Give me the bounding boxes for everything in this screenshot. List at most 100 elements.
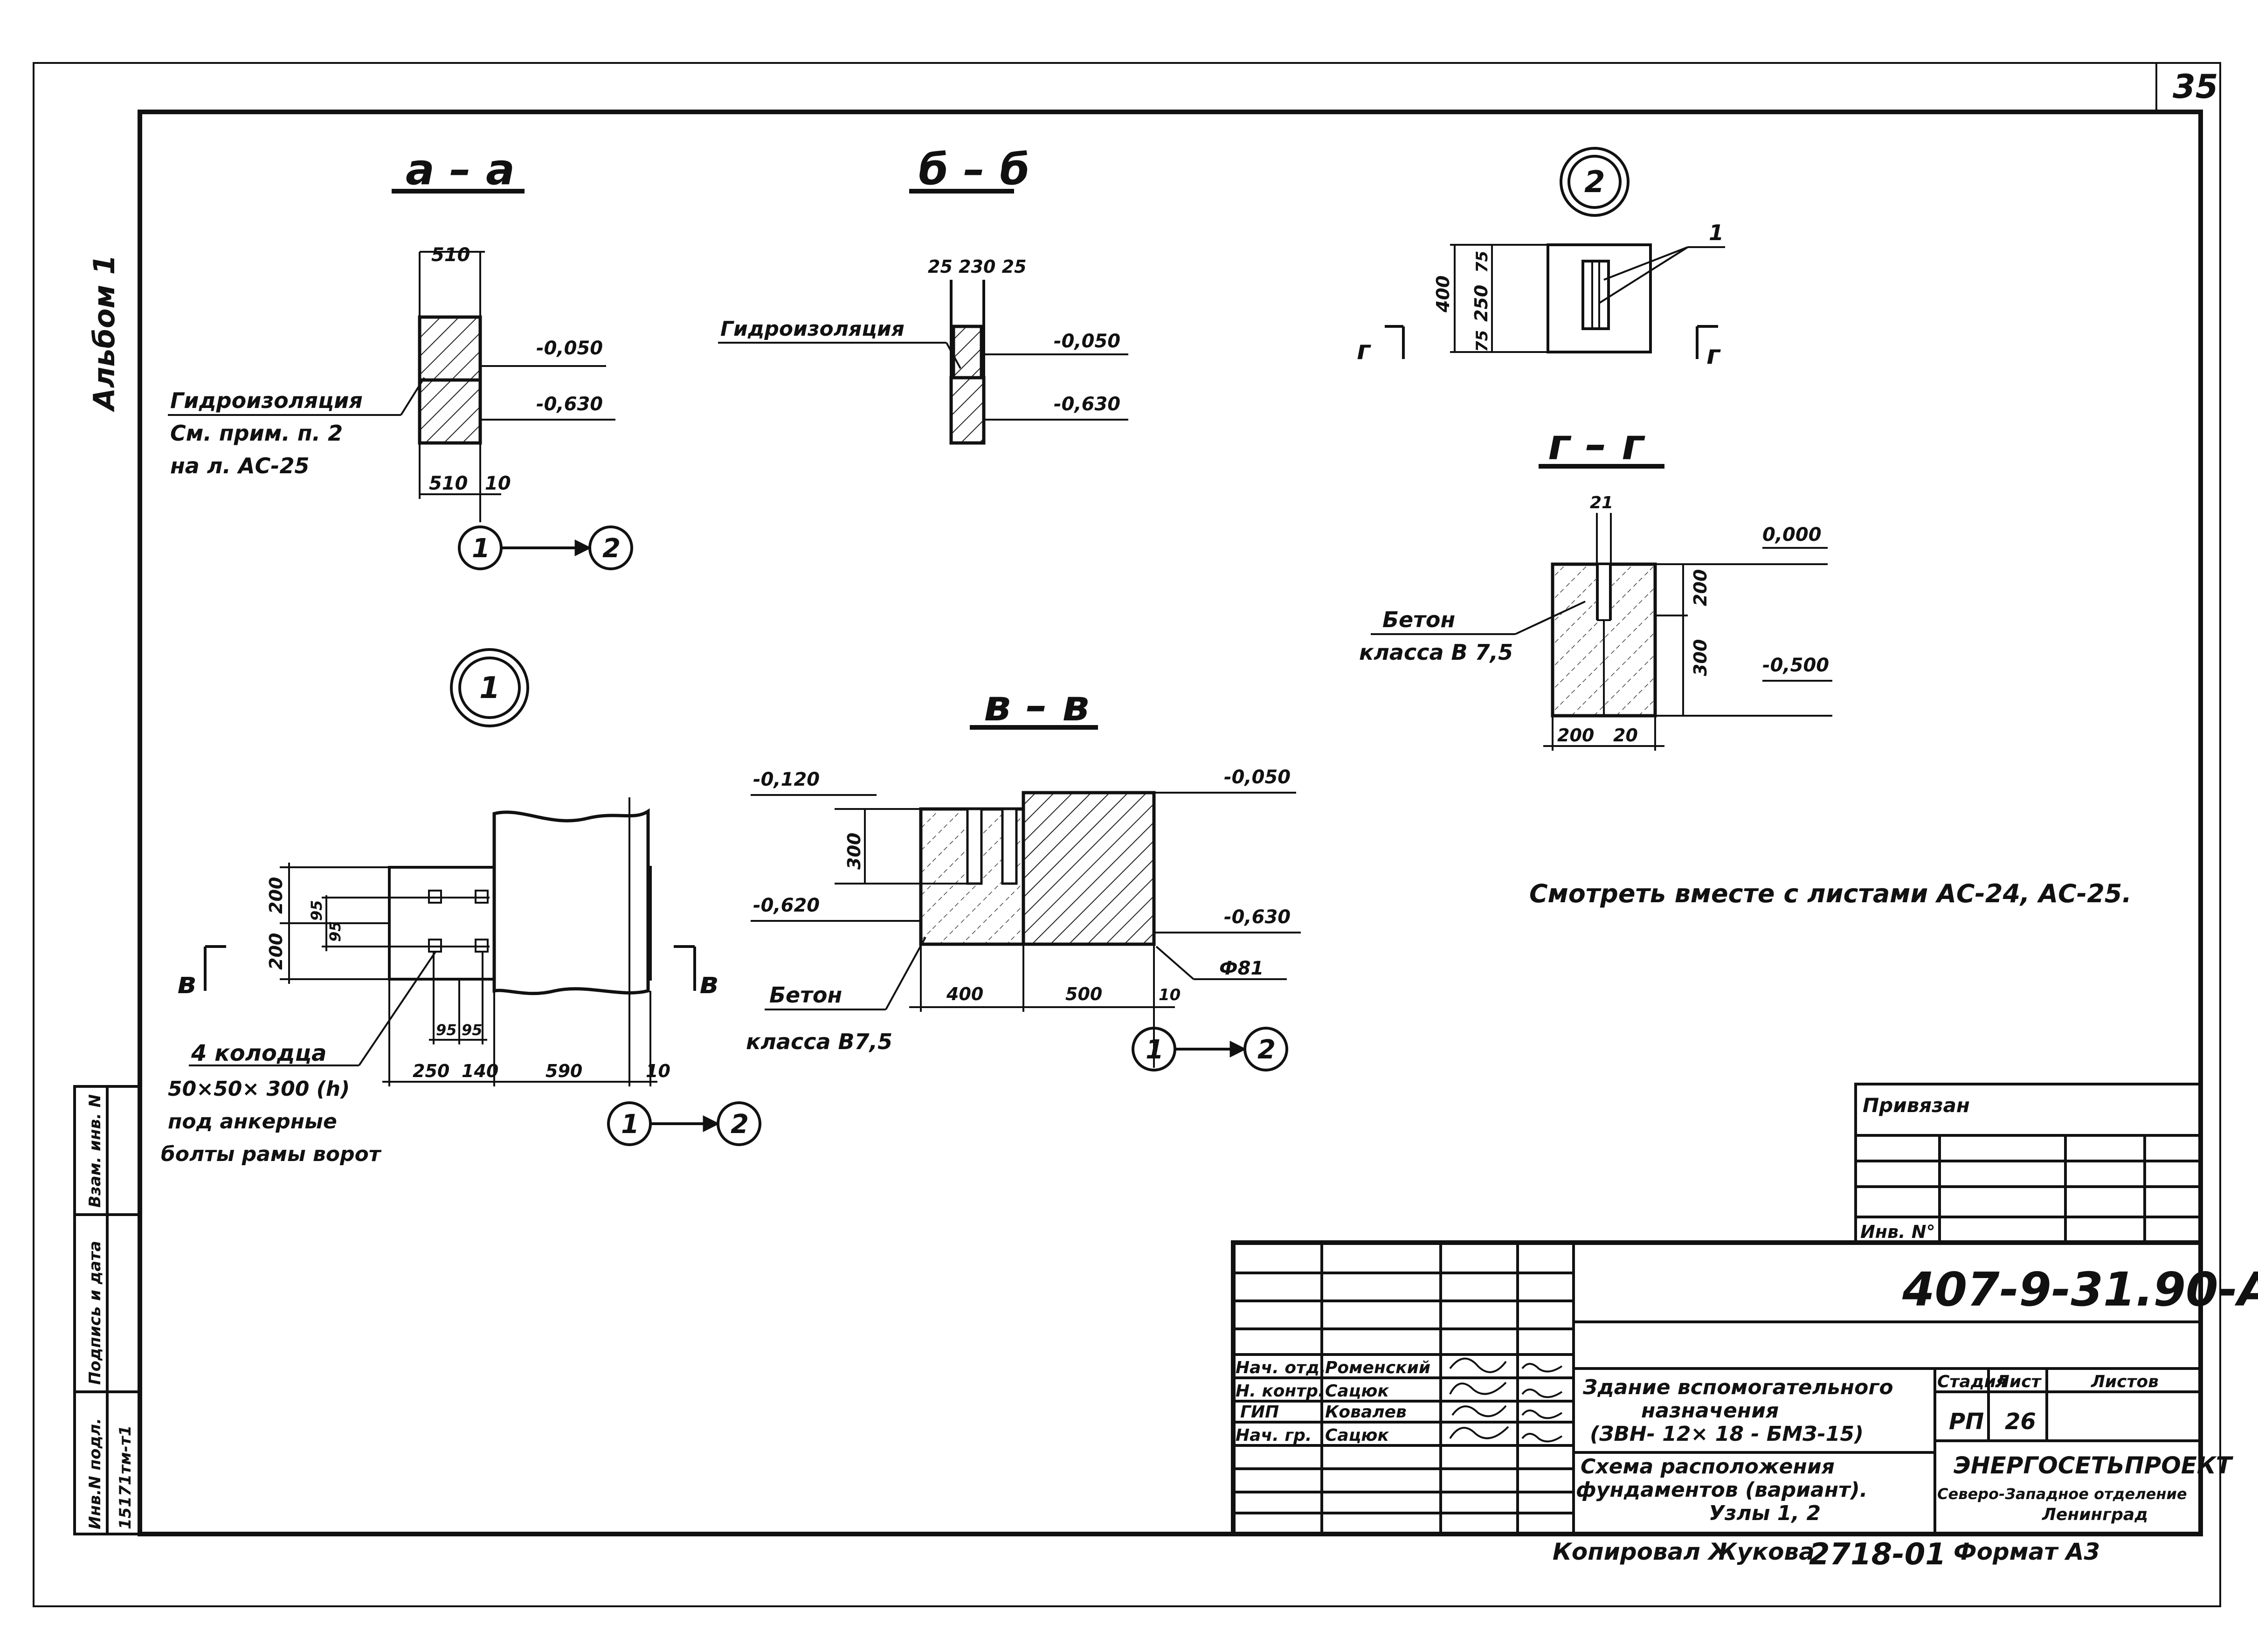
section-gg: г – г 21 0,000 -0,500 200 300 200 20 Бет… xyxy=(1359,420,1832,751)
org-1: ЭНЕРГОСЕТЬПРОЕКТ xyxy=(1954,1452,2234,1479)
section-gg-level2: -0,500 xyxy=(1762,655,1829,676)
format-label: Формат А3 xyxy=(1954,1538,2100,1565)
section-gg-label-1: Бетон xyxy=(1382,607,1455,632)
section-vv-axis1: 1 xyxy=(1146,1035,1164,1065)
role-3: ГИП xyxy=(1240,1403,1279,1422)
node-2-marker: 2 xyxy=(1584,165,1605,200)
sheet-title-3: Узлы 1, 2 xyxy=(1709,1501,1821,1525)
name-4: Сацюк xyxy=(1325,1426,1389,1445)
section-aa-axis1: 1 xyxy=(472,533,490,564)
replace-inv-label: Взам. инв. N xyxy=(86,1094,104,1208)
name-3: Ковалев xyxy=(1325,1403,1407,1422)
node-1-dim-v4: 95 xyxy=(326,921,344,942)
node-1-dim-b3: 590 xyxy=(546,1061,582,1081)
stage-value: РП xyxy=(1949,1409,1984,1435)
section-aa-label-2: См. прим. п. 2 xyxy=(170,421,343,446)
sign-date-label: Подпись и дата xyxy=(86,1241,104,1385)
see-together-note: Смотреть вместе с листами АС-24, АС-25. xyxy=(1529,879,2132,908)
node-1-dim-b2: 140 xyxy=(462,1061,498,1081)
node-1-dim-h2: 95 xyxy=(462,1021,483,1039)
section-aa: а – а 510 -0,050 -0,630 510 10 Гидроизол… xyxy=(168,145,633,570)
node-2: 2 400 75 250 75 1 г г xyxy=(1357,147,1725,370)
role-1: Нач. отд. xyxy=(1236,1358,1326,1377)
node-1-dim-b4: 10 xyxy=(646,1061,670,1081)
section-aa-label-3: на л. АС-25 xyxy=(170,453,309,478)
node-1-cut-left: в xyxy=(177,966,196,1001)
section-aa-label-1: Гидроизоляция xyxy=(170,388,363,413)
node-1-note-2: 50×50× 300 (h) xyxy=(168,1077,350,1101)
sheet-value: 26 xyxy=(2005,1409,2036,1435)
section-vv-dim-h2: 500 xyxy=(1065,984,1102,1004)
node-1-note-3: под анкерные xyxy=(168,1110,337,1134)
node-1-note-4: болты рамы ворот xyxy=(161,1142,382,1166)
stage-label: Стадия xyxy=(1937,1372,2007,1391)
signature-marks xyxy=(1449,1357,1563,1443)
section-gg-dim-h2: 20 xyxy=(1613,725,1638,746)
node-2-dim-400: 400 xyxy=(1433,276,1453,313)
section-vv-title: в – в xyxy=(984,681,1090,731)
name-2: Сацюк xyxy=(1325,1382,1389,1401)
section-aa-bot-dim1: 510 xyxy=(429,473,468,494)
node-2-cut-left: г xyxy=(1357,335,1371,366)
copied-by: Копировал Жукова xyxy=(1553,1538,1815,1565)
section-vv-level-rt: -0,050 xyxy=(1224,767,1291,788)
section-vv-level-lb: -0,620 xyxy=(753,895,820,916)
node-2-leader: 1 xyxy=(1709,220,1724,245)
sheet-label: Лист xyxy=(1995,1372,2042,1391)
node-1-note-1: 4 колодца xyxy=(191,1040,327,1066)
section-bb-top-dim: 25 230 25 xyxy=(928,256,1027,277)
building-1: Здание вспомогательного xyxy=(1582,1376,1893,1399)
linked-box-inv: Инв. N° xyxy=(1860,1222,1935,1242)
section-bb: б – б 25 230 25 Гидроизоляция -0,050 -0,… xyxy=(718,145,1128,445)
section-bb-title: б – б xyxy=(918,145,1030,194)
section-vv-dim-h1: 400 xyxy=(946,984,983,1004)
footer: Копировал Жукова 2718-01 Формат А3 xyxy=(1553,1537,2100,1572)
section-vv-label-1: Бетон xyxy=(769,982,842,1008)
section-vv-level-lt: -0,120 xyxy=(753,769,820,790)
section-vv-dim-h3: 10 xyxy=(1159,986,1181,1004)
section-vv-axis2: 2 xyxy=(1257,1035,1276,1065)
node-1-axis1: 1 xyxy=(621,1109,639,1140)
node-1-dim-v1: 200 xyxy=(266,877,286,914)
org-2: Северо-Западное отделение xyxy=(1937,1485,2187,1503)
section-aa-bot-dim2: 10 xyxy=(485,473,511,494)
section-gg-level1: 0,000 xyxy=(1762,524,1822,546)
name-1: Роменский xyxy=(1325,1358,1430,1377)
linked-box: Привязан Инв. N° xyxy=(1854,1083,2202,1244)
section-gg-dim-v2: 300 xyxy=(1690,639,1711,676)
section-gg-dim-v1: 200 xyxy=(1690,569,1711,606)
doc-code: 407-9-31.90-АС xyxy=(1902,1262,2258,1317)
section-aa-axis2: 2 xyxy=(602,533,621,564)
section-bb-label: Гидроизоляция xyxy=(720,317,905,341)
node-1-dim-h1: 95 xyxy=(436,1021,457,1039)
linked-box-title: Привязан xyxy=(1863,1094,1970,1117)
section-vv-label-2: класса В7,5 xyxy=(746,1029,892,1054)
section-aa-level1: -0,050 xyxy=(536,338,603,359)
album-label: Альбом 1 xyxy=(87,255,121,413)
sheet-title-1: Схема расположения xyxy=(1581,1455,1835,1479)
node-2-dim-75a: 75 xyxy=(1473,251,1492,273)
section-aa-level2: -0,630 xyxy=(536,394,603,415)
node-2-dim-75b: 75 xyxy=(1473,330,1492,352)
section-aa-title: а – а xyxy=(406,145,515,194)
section-gg-title: г – г xyxy=(1548,420,1645,470)
section-gg-label-2: класса В 7,5 xyxy=(1359,640,1513,665)
section-vv: в – в -0,120 -0,620 300 -0,050 -0,630 40… xyxy=(746,681,1301,1071)
inv-orig-label: Инв.N подл. xyxy=(86,1418,104,1529)
sheet-title-2: фундаментов (вариант). xyxy=(1576,1478,1867,1502)
sheets-label: Листов xyxy=(2091,1372,2159,1391)
node-1-dim-v3: 95 xyxy=(308,900,325,921)
node-2-dim-250: 250 xyxy=(1471,285,1492,322)
node-1-dim-b1: 250 xyxy=(413,1061,449,1081)
node-1-cut-right: в xyxy=(699,966,718,1001)
section-vv-level-rb: -0,630 xyxy=(1224,906,1291,928)
title-block: 407-9-31.90-АС Нач. отд. Роменский Н. ко… xyxy=(1231,1240,2258,1536)
sheet-frame: 35 xyxy=(33,62,2221,1607)
org-3: Ленинград xyxy=(2042,1505,2148,1524)
section-vv-phi: Ф81 xyxy=(1219,958,1264,979)
section-bb-level2: -0,630 xyxy=(1054,394,1120,415)
building-2: назначения xyxy=(1641,1399,1779,1423)
section-bb-level1: -0,050 xyxy=(1054,331,1120,352)
node-1-dim-v2: 200 xyxy=(266,933,286,970)
